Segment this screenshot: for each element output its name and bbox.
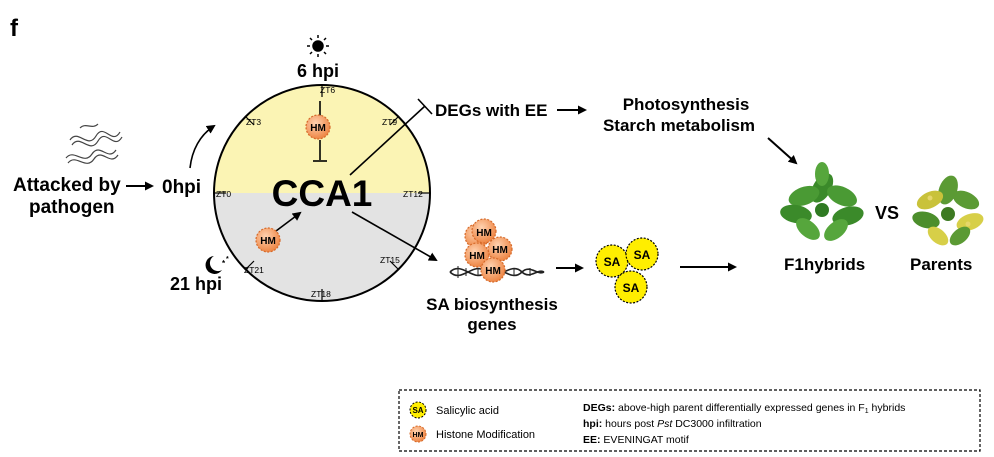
svg-text:HM: HM	[485, 266, 501, 277]
outcome-photosynthesis: Photosynthesis	[623, 95, 750, 114]
tick-zt21	[245, 260, 255, 270]
legend-hm-desc: Histone Modification	[436, 429, 535, 441]
legend-hpi: hpi: hours post Pst DC3000 infiltration	[583, 418, 762, 430]
tick-zt9	[389, 116, 399, 126]
svg-text:SA: SA	[623, 281, 640, 295]
svg-text:HM: HM	[492, 245, 508, 256]
svg-text:*: *	[226, 256, 229, 263]
time-0hpi: 0hpi	[162, 177, 201, 198]
zt3-label: ZT3	[246, 117, 261, 127]
outcome-starch: Starch metabolism	[603, 116, 755, 135]
svg-text:SA: SA	[604, 255, 621, 269]
svg-text:HM: HM	[310, 123, 326, 134]
parents-label: Parents	[910, 255, 972, 274]
parent-plant-image	[912, 175, 984, 246]
zt18-label: ZT18	[311, 289, 331, 299]
zt9-label: ZT9	[382, 117, 397, 127]
pathogen-label-line1: Attacked by	[13, 175, 121, 196]
clock-night-half	[214, 193, 430, 301]
hm-cluster: HM HM HM HM	[464, 218, 513, 283]
sa-molecules: SA SA SA	[595, 237, 659, 304]
svg-text:SA: SA	[412, 406, 423, 415]
vs-label: VS	[875, 203, 899, 223]
sa-genes-line2: genes	[467, 315, 516, 334]
zt21-label: ZT21	[244, 265, 264, 275]
time-21hpi: 21 hpi	[170, 274, 222, 294]
svg-text:HM: HM	[260, 236, 276, 247]
zt15-label: ZT15	[380, 255, 400, 265]
svg-text:HM: HM	[476, 228, 492, 239]
legend-ee: EE: EVENINGAT motif	[583, 434, 689, 446]
svg-text:SA: SA	[634, 248, 651, 262]
cca1-label: CCA1	[272, 173, 373, 214]
legend-degs: DEGs: above-high parent differentially e…	[583, 402, 905, 415]
svg-text:HM: HM	[469, 251, 485, 262]
cca1-to-degs-inhibition	[349, 105, 426, 176]
legend-sa-desc: Salicylic acid	[436, 405, 499, 417]
tick-zt3	[245, 116, 255, 126]
clock-day-half	[214, 85, 430, 193]
cca1-to-sa-genes-arrow	[351, 211, 438, 261]
degs-label: DEGs with EE	[435, 101, 547, 120]
degs-inhibition-bar	[417, 98, 433, 115]
hm-bubble-top: HM	[305, 114, 331, 140]
f1-hybrid-plant-image	[780, 162, 864, 241]
panel-label: f	[10, 15, 19, 42]
legend-hm-swatch: HM	[409, 425, 427, 443]
time-6hpi: 6 hpi	[297, 61, 339, 81]
pathogen-label-line2: pathogen	[29, 197, 115, 218]
outcome-to-f1-arrow	[767, 137, 798, 165]
svg-text:HM: HM	[413, 432, 424, 439]
f1-hybrids-label: F1hybrids	[784, 255, 865, 274]
moon-icon: * *	[205, 256, 229, 274]
circadian-clock: ZT0 ZT3 ZT6 ZT9 ZT12 ZT15 ZT18 ZT21	[213, 84, 431, 302]
zt0-label: ZT0	[216, 189, 231, 199]
svg-text:*: *	[222, 259, 226, 268]
legend-box: SA Salicylic acid HM Histone Modificatio…	[398, 389, 981, 452]
zt12-label: ZT12	[403, 189, 423, 199]
hm-bubble-night: HM	[255, 227, 281, 253]
sa-genes-line1: SA biosynthesis	[426, 295, 558, 314]
sun-icon	[307, 35, 329, 57]
hm-activation-arrow	[275, 211, 302, 232]
pathogen-icon	[65, 123, 123, 164]
tick-zt15	[389, 260, 399, 270]
time-progress-arrow	[189, 124, 216, 169]
zt6-label: ZT6	[320, 85, 335, 95]
legend-sa-swatch: SA	[409, 401, 427, 419]
